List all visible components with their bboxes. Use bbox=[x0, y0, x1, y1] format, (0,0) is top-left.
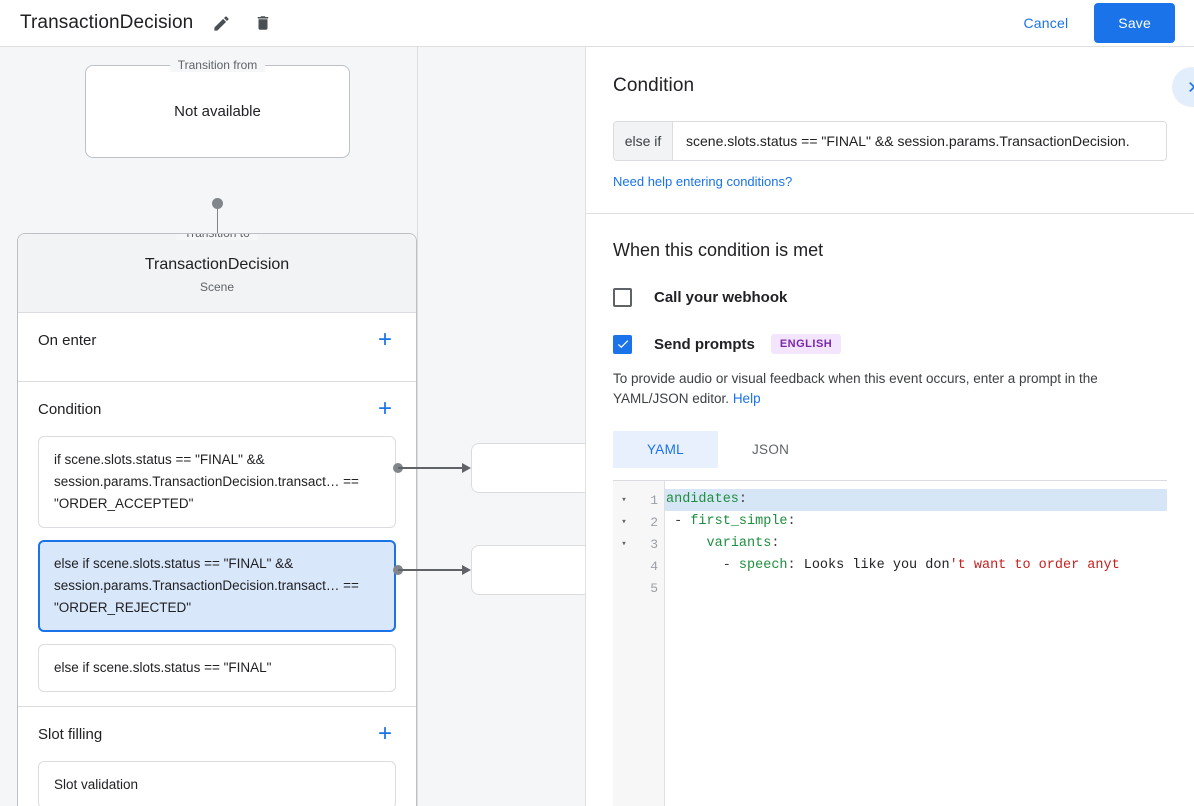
add-condition-button[interactable]: + bbox=[377, 395, 392, 422]
condition-item-selected[interactable]: else if scene.slots.status == "FINAL" &&… bbox=[38, 540, 396, 632]
add-slot-filling-button[interactable]: + bbox=[377, 720, 392, 747]
condition-input-row: else if bbox=[613, 121, 1167, 161]
cancel-button[interactable]: Cancel bbox=[1010, 6, 1083, 40]
code-token: 't want to order anyt bbox=[949, 558, 1120, 573]
editor-format-tabs: YAML JSON bbox=[613, 431, 1167, 468]
code-token: andidates bbox=[666, 492, 739, 507]
condition-prefix-label: else if bbox=[614, 122, 673, 160]
tab-json[interactable]: JSON bbox=[751, 442, 790, 457]
editor-line-number: 3 bbox=[650, 536, 658, 552]
code-token: variants bbox=[706, 536, 772, 551]
edge-line bbox=[398, 467, 466, 469]
section-on-enter: On enter + bbox=[18, 313, 416, 382]
section-condition: Condition + if scene.slots.status == "FI… bbox=[18, 382, 416, 707]
condition-help-link[interactable]: Need help entering conditions? bbox=[613, 174, 793, 189]
section-condition-head: Condition + bbox=[38, 382, 396, 436]
fold-toggle-icon[interactable]: ▾ bbox=[621, 539, 627, 549]
prompts-help-link[interactable]: Help bbox=[732, 391, 761, 406]
call-webhook-label: Call your webhook bbox=[654, 289, 788, 306]
code-token: : bbox=[771, 536, 780, 551]
page-title: TransactionDecision bbox=[20, 12, 194, 33]
editor-line-number: 2 bbox=[650, 514, 658, 530]
tab-yaml[interactable]: YAML bbox=[613, 431, 718, 468]
panel-title: Condition bbox=[613, 75, 695, 96]
editor-code-line[interactable]: - first_simple: bbox=[665, 511, 1167, 533]
edge-arrow-icon bbox=[462, 463, 471, 473]
send-prompts-row: Send prompts ENGLISH bbox=[613, 334, 1167, 354]
check-icon bbox=[617, 340, 628, 349]
code-token: : bbox=[787, 514, 796, 529]
code-token: - bbox=[666, 514, 691, 529]
prompts-description: To provide audio or visual feedback when… bbox=[613, 369, 1167, 409]
code-token: speech bbox=[738, 558, 788, 573]
prompts-description-text: To provide audio or visual feedback when… bbox=[613, 371, 1098, 406]
editor-code-area[interactable]: andidates: - first_simple: variants: - s… bbox=[665, 481, 1167, 806]
condition-expression-input[interactable] bbox=[673, 122, 1166, 160]
condition-item[interactable]: if scene.slots.status == "FINAL" && sess… bbox=[38, 436, 396, 528]
scene-flow-canvas: Transition from Not available Transition… bbox=[0, 47, 585, 806]
editor-line-number: 4 bbox=[650, 558, 658, 574]
pencil-icon-glyph bbox=[214, 15, 229, 31]
call-webhook-checkbox[interactable] bbox=[613, 288, 632, 307]
chevron-right-icon[interactable] bbox=[1172, 67, 1194, 107]
chevron-right-icon-glyph bbox=[1189, 82, 1194, 92]
transition-from-value: Not available bbox=[174, 103, 261, 120]
trash-icon-glyph bbox=[258, 16, 269, 30]
scene-type: Scene bbox=[199, 280, 235, 294]
scene-name: TransactionDecision bbox=[144, 256, 290, 273]
code-token: Looks like you don bbox=[803, 558, 950, 573]
fold-toggle-icon[interactable]: ▾ bbox=[621, 517, 627, 527]
condition-item[interactable]: else if scene.slots.status == "FINAL" bbox=[38, 644, 396, 692]
language-badge: ENGLISH bbox=[770, 334, 842, 354]
section-slot-filling-head: Slot filling + bbox=[38, 707, 396, 761]
edge-line bbox=[398, 569, 466, 571]
condition-detail-panel: Condition else if Need help entering con… bbox=[585, 47, 1194, 806]
webhook-row: Call your webhook bbox=[613, 288, 1167, 307]
fold-toggle-icon[interactable]: ▾ bbox=[621, 495, 627, 505]
canvas-vertical-rule bbox=[417, 47, 418, 806]
when-condition-heading: When this condition is met bbox=[613, 240, 824, 260]
editor-gutter-row: ▾3 bbox=[613, 533, 664, 555]
send-prompts-label: Send prompts bbox=[654, 335, 755, 353]
save-button[interactable]: Save bbox=[1094, 3, 1175, 43]
editor-gutter-row: ▾2 bbox=[613, 511, 664, 533]
target-node[interactable] bbox=[471, 443, 585, 493]
trash-icon[interactable] bbox=[249, 9, 277, 37]
when-condition-met-section: When this condition is met Call your web… bbox=[586, 214, 1194, 806]
editor-gutter-row: 4 bbox=[613, 555, 664, 577]
section-condition-label: Condition bbox=[38, 400, 102, 418]
editor-code-line[interactable]: variants: bbox=[665, 533, 1167, 555]
add-on-enter-button[interactable]: + bbox=[377, 326, 392, 353]
send-prompts-checkbox[interactable] bbox=[613, 334, 632, 354]
transition-to-legend: Transition to bbox=[176, 234, 258, 240]
editor-gutter-row: 5 bbox=[613, 577, 664, 599]
code-token: : bbox=[787, 558, 804, 573]
edge-arrow-icon bbox=[462, 565, 471, 575]
editor-line-number: 5 bbox=[650, 580, 658, 596]
editor-code-line[interactable]: - speech: Looks like you don't want to o… bbox=[665, 555, 1167, 577]
target-node[interactable] bbox=[471, 545, 585, 595]
code-token: first_simple bbox=[690, 514, 788, 529]
top-app-bar: TransactionDecision Cancel Save bbox=[0, 0, 1194, 47]
section-on-enter-label: On enter bbox=[38, 331, 97, 349]
scene-card-header[interactable]: TransactionDecision Scene bbox=[18, 234, 416, 313]
editor-code-line[interactable]: andidates: bbox=[665, 489, 1167, 511]
section-slot-filling-label: Slot filling bbox=[38, 725, 103, 743]
transition-from-box: Transition from Not available bbox=[85, 58, 350, 158]
section-slot-filling: Slot filling + Slot validation bbox=[18, 707, 416, 806]
condition-header-section: Condition else if Need help entering con… bbox=[586, 47, 1194, 214]
code-token: - bbox=[666, 558, 739, 573]
editor-code-line[interactable] bbox=[665, 577, 1167, 599]
code-token: : bbox=[738, 492, 748, 507]
slot-validation-item[interactable]: Slot validation bbox=[38, 761, 396, 806]
transition-from-legend: Transition from bbox=[169, 58, 266, 72]
editor-gutter-row: ▾1 bbox=[613, 489, 664, 511]
pencil-icon[interactable] bbox=[207, 9, 235, 37]
section-on-enter-head: On enter + bbox=[38, 313, 396, 367]
code-token bbox=[666, 536, 707, 551]
editor-line-number: 1 bbox=[650, 492, 658, 508]
transition-to-box: Transition to TransactionDecision Scene … bbox=[17, 233, 417, 806]
